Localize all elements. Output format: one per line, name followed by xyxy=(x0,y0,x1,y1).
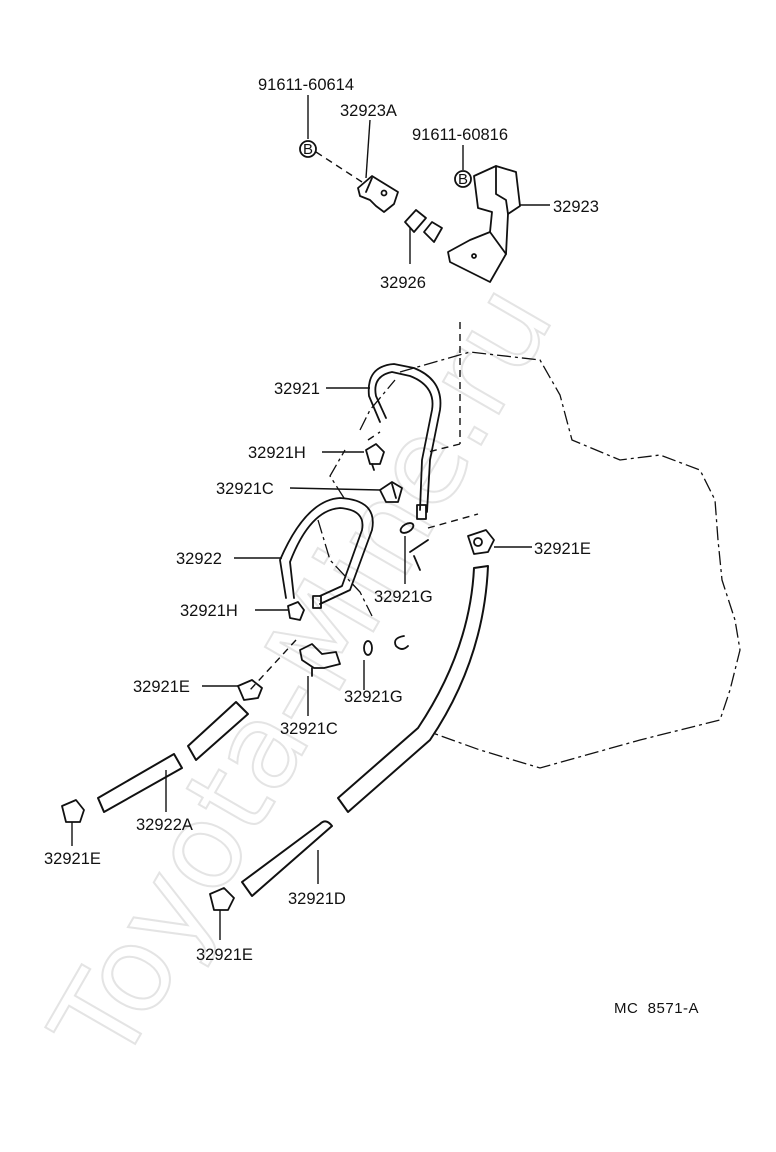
union-32921h-lower-icon xyxy=(287,601,305,621)
label-bolt-a: 91611-60614 xyxy=(258,76,354,94)
sleeve-32926-icon xyxy=(404,209,443,243)
clamp-32921e-right-icon xyxy=(467,529,495,555)
label-hose-d: 32921D xyxy=(288,890,346,908)
label-union-h-lower: 32921H xyxy=(180,602,238,620)
hose-segment-upper-icon xyxy=(187,701,249,761)
gasket-32921g-lower-icon xyxy=(363,640,373,656)
label-clamp-e-left: 32921E xyxy=(133,678,190,696)
bracket-32923a-icon xyxy=(357,175,399,213)
diagram-code: MC 8571-A xyxy=(614,1000,699,1017)
label-gasket-g-upper: 32921G xyxy=(374,588,433,606)
label-bracket-a: 32923A xyxy=(340,102,397,120)
hose-32921d-lower-icon xyxy=(241,820,333,897)
transmission-outline xyxy=(399,351,741,769)
clamp-32921e-left-icon xyxy=(237,679,263,701)
label-tube-1: 32921 xyxy=(274,380,320,398)
bolt-a-mark: B xyxy=(303,141,313,158)
union-32921h-upper-icon xyxy=(365,443,385,471)
hose-32921d-upper-icon xyxy=(337,565,489,813)
bolt-b-mark: B xyxy=(458,171,468,188)
label-bolt-b: 91611-60816 xyxy=(412,126,508,144)
label-sleeve: 32926 xyxy=(380,274,426,292)
tube-32921-icon xyxy=(367,363,442,520)
label-union-c-lower: 32921C xyxy=(280,720,338,738)
gasket-32921g-upper-icon xyxy=(399,522,415,534)
label-tube-2: 32922 xyxy=(176,550,222,568)
union-32921c-upper-icon xyxy=(379,481,403,503)
label-clamp-e-bottom: 32921E xyxy=(196,946,253,964)
label-hose-a: 32922A xyxy=(136,816,193,834)
bolt-b-icon: B xyxy=(454,170,472,188)
label-gasket-g-lower: 32921G xyxy=(344,688,403,706)
label-clamp-e-bottom-left: 32921E xyxy=(44,850,101,868)
bolt-a-icon: B xyxy=(299,140,317,158)
label-union-c-upper: 32921C xyxy=(216,480,274,498)
union-32921c-lower-icon xyxy=(299,643,341,677)
label-union-h-upper: 32921H xyxy=(248,444,306,462)
tube-32922-icon xyxy=(279,497,374,609)
label-clamp-e-right: 32921E xyxy=(534,540,591,558)
hose-32922a-icon xyxy=(97,753,183,813)
clamp-32921e-bottom-icon xyxy=(209,887,235,911)
clamp-32921e-bottom-left-icon xyxy=(61,799,85,823)
bracket-32923-icon xyxy=(447,165,521,283)
label-bracket: 32923 xyxy=(553,198,599,216)
